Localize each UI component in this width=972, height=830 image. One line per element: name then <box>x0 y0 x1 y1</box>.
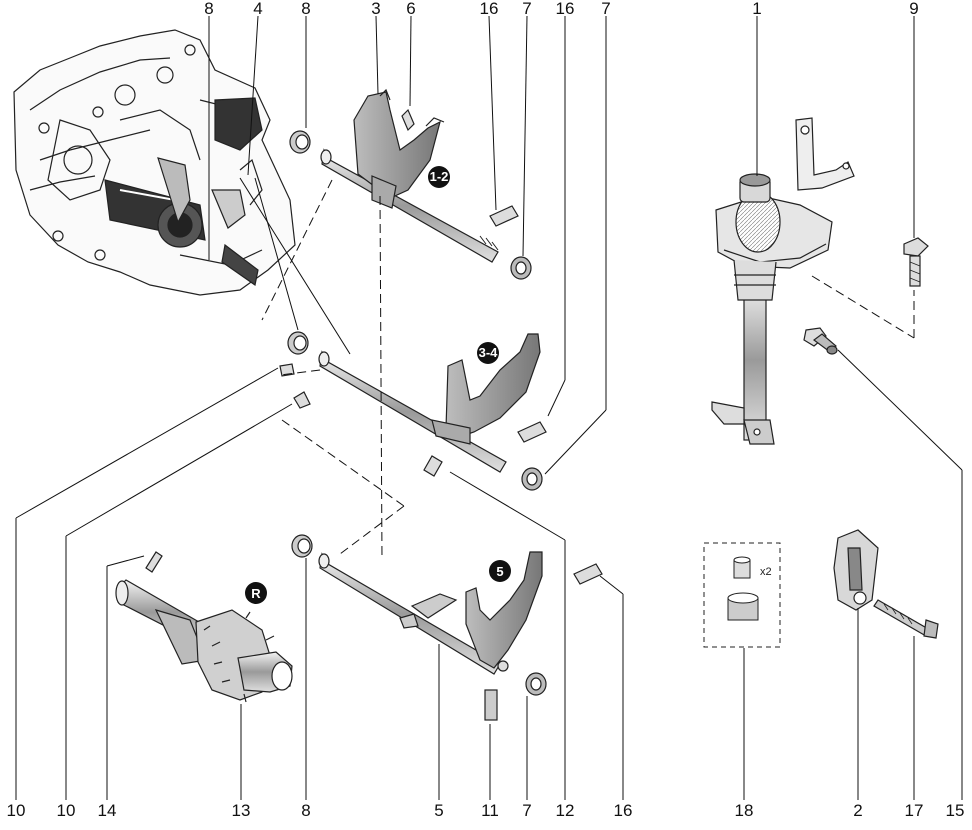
shift-rail-5 <box>318 551 543 675</box>
callout-top-3: 8 <box>301 0 311 18</box>
selector-assembly <box>711 117 855 445</box>
callout-bottom-1: 10 <box>6 801 26 820</box>
gear-badge-1-2-label: 1-2 <box>430 169 449 184</box>
callout-top-1: 8 <box>204 0 214 18</box>
gear-badge-5-label: 5 <box>496 564 503 579</box>
dashed-alignment-lines <box>261 179 915 561</box>
gear-badge-r-label: R <box>251 586 261 601</box>
gear-badge-1-2: 1-2 <box>428 166 450 188</box>
callout-bottom-4: 13 <box>231 801 251 820</box>
gear-badge-3-4: 3-4 <box>477 342 499 364</box>
callout-top-9: 7 <box>601 0 611 18</box>
callout-top-5: 6 <box>406 0 416 18</box>
shift-rail-3-4 <box>318 333 541 473</box>
callout-bottom-3: 14 <box>97 801 117 820</box>
callout-top-4: 3 <box>371 0 381 18</box>
callout-bottom-10: 16 <box>613 801 633 820</box>
gearbox-housing <box>13 29 296 296</box>
callout-bottom-5: 8 <box>301 801 311 820</box>
callout-bottom-13: 17 <box>904 801 924 820</box>
callout-top-11: 9 <box>909 0 919 18</box>
bolt-9 <box>903 237 929 287</box>
callout-bottom-11: 18 <box>734 801 754 820</box>
callout-bottom-12: 2 <box>853 801 863 820</box>
gear-badge-3-4-label: 3-4 <box>479 345 499 360</box>
leader-lines <box>15 15 963 800</box>
callout-top-2: 4 <box>253 0 263 18</box>
reverse-shaft <box>115 579 293 703</box>
callout-bottom-2: 10 <box>56 801 76 820</box>
callout-top-7: 7 <box>522 0 532 18</box>
bushing-kit-box <box>703 542 781 648</box>
small-parts <box>145 108 939 721</box>
callout-bottom-14: 15 <box>945 801 965 820</box>
plug-15 <box>803 327 838 355</box>
kit-quantity-label: x2 <box>760 566 772 578</box>
callout-top-10: 1 <box>752 0 762 18</box>
callout-top-6: 16 <box>479 0 499 18</box>
callout-bottom-8: 7 <box>522 801 532 820</box>
callout-bottom-6: 5 <box>434 801 444 820</box>
gear-badge-r: R <box>245 582 267 604</box>
callout-top-8: 16 <box>555 0 575 18</box>
gear-badge-5: 5 <box>489 560 511 582</box>
shift-rail-1-2 <box>320 88 499 263</box>
callout-bottom-9: 12 <box>555 801 575 820</box>
callout-bottom-7: 11 <box>481 801 499 820</box>
